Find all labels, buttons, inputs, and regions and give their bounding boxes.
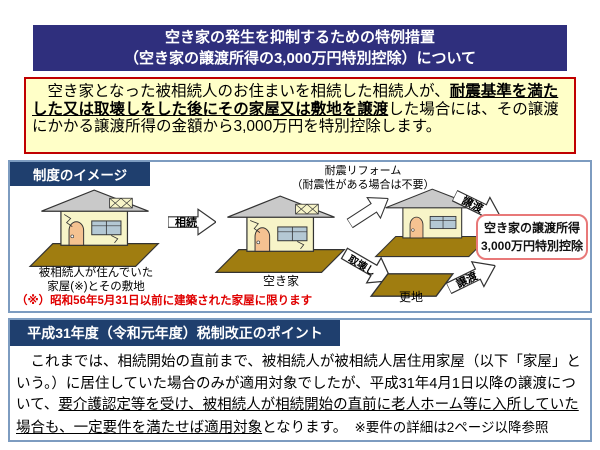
house-vacant-illustration <box>214 195 346 273</box>
house-vacant-caption: 空き家 <box>262 274 299 288</box>
summary-text: 空き家となった被相続人のお住まいを相続した相続人が、耐震基準を満たした又は取壊し… <box>32 83 559 135</box>
built-before-footnote: （※）昭和56年5月31日以前に建築された家屋に限ります <box>16 295 313 307</box>
vacant-land-illustration <box>369 273 455 297</box>
page-title-line2: （空き家の譲渡所得の3,000万円特別控除）について <box>123 50 477 67</box>
inherit-arrow-label: 相続 <box>175 217 197 229</box>
transfer-arrow-bottom-icon: 譲渡 <box>441 250 503 303</box>
page-title: 空き家の発生を抑制するための特例措置 （空き家の譲渡所得の3,000万円特別控除… <box>33 25 567 71</box>
house-inherited-caption: 被相続人が住んでいた 家屋(※)とその敷地 <box>38 267 154 293</box>
points-text: これまでは、相続開始の直前まで、被相続人が被相続人居住用家屋（以下「家屋」という… <box>16 354 581 436</box>
scheme-section: 制度のイメージ 耐震リフォーム （耐震性がある場合は不要） 被相続人が住んでいた… <box>8 160 592 313</box>
scheme-section-label: 制度のイメージ <box>10 162 150 186</box>
inherit-arrow-icon: 相続 <box>168 206 216 238</box>
vacant-land-caption: 更地 <box>398 290 423 304</box>
retrofit-arrow-icon <box>342 186 397 236</box>
demolish-arrow-icon: 取壊し <box>335 238 400 295</box>
summary-box: 空き家となった被相続人のお住まいを相続した相続人が、耐震基準を満たした又は取壊し… <box>24 77 576 154</box>
house-inherited-illustration <box>28 189 160 267</box>
points-section-label: 平成31年度（令和元年度）税制改正のポイント <box>10 320 340 346</box>
benefit-box: 空き家の譲渡所得 3,000万円特別控除 <box>476 214 588 260</box>
retrofit-note: 耐震リフォーム （耐震性がある場合は不要） <box>291 165 435 191</box>
page-title-line1: 空き家の発生を抑制するための特例措置 <box>164 29 435 46</box>
points-section: 平成31年度（令和元年度）税制改正のポイント これまでは、相続開始の直前まで、被… <box>8 318 592 442</box>
